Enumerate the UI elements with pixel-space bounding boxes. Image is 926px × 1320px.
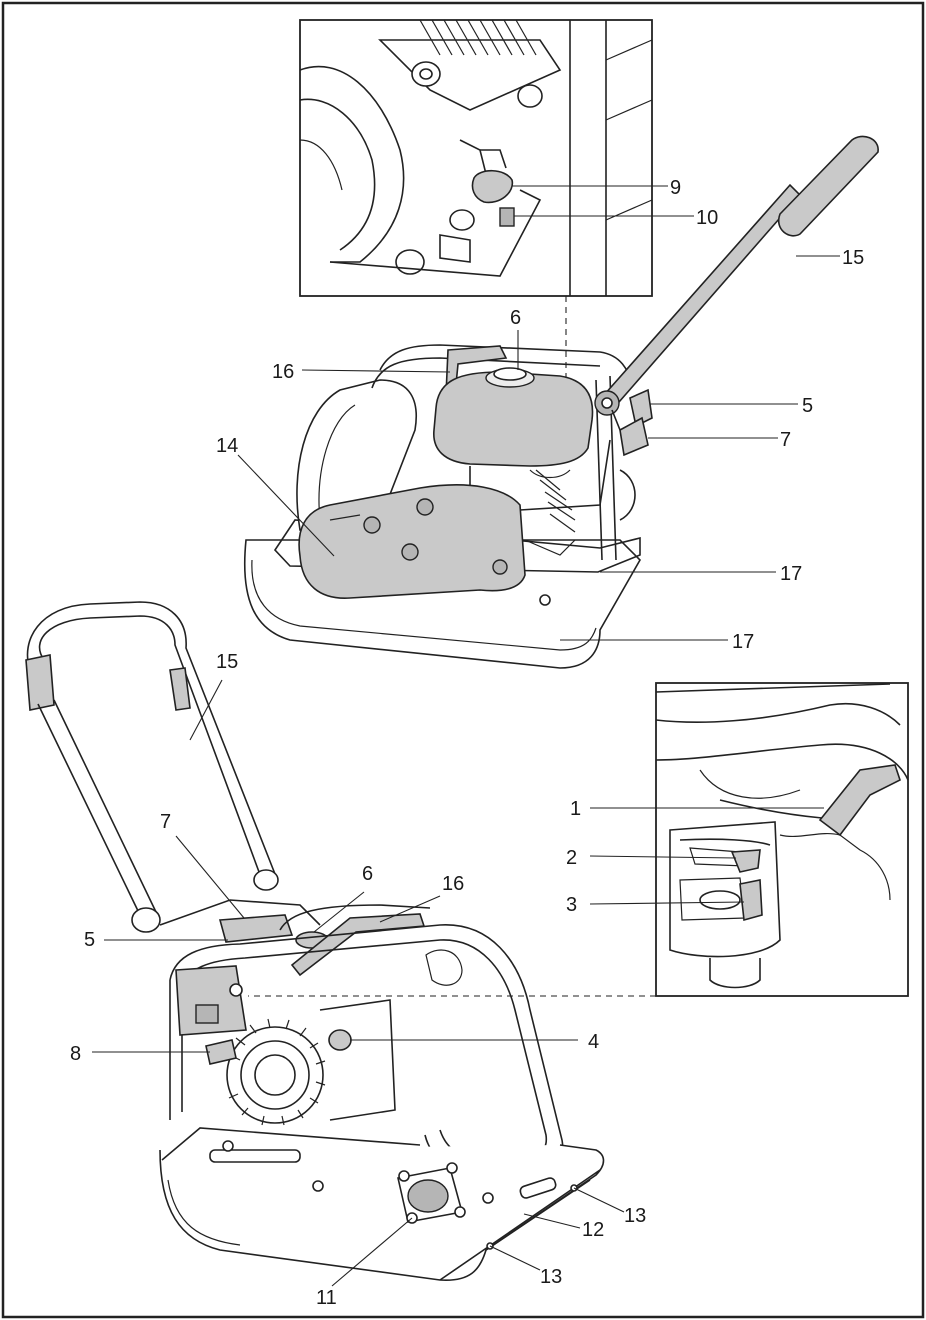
callout-5-lower: 5	[84, 929, 95, 951]
callout-6-lower: 6	[362, 863, 373, 885]
callout-9: 9	[670, 177, 681, 199]
callout-3: 3	[566, 894, 577, 916]
callout-11: 11	[316, 1287, 337, 1309]
callout-17-base: 17	[732, 631, 754, 653]
detail-inset-fuel-valve	[299, 19, 694, 297]
callout-16-upper: 16	[272, 361, 294, 383]
callout-12: 12	[582, 1219, 604, 1241]
callout-2: 2	[566, 847, 577, 869]
callout-10: 10	[696, 207, 718, 229]
callout-1: 1	[570, 798, 581, 820]
callout-labels: 9 10 15 6 16 5 14 7 17 17 15 7 6 16 5 1 …	[70, 177, 864, 1309]
callout-17-frame: 17	[780, 563, 802, 585]
lower-machine-view	[25, 601, 625, 1287]
callout-15-lower: 15	[216, 651, 238, 673]
callout-13-lower: 13	[540, 1266, 562, 1288]
callout-8: 8	[70, 1043, 81, 1065]
callout-5-upper: 5	[802, 395, 813, 417]
callout-7-lower: 7	[160, 811, 171, 833]
callout-6-upper: 6	[510, 307, 521, 329]
detail-inset-engine-controls	[589, 682, 909, 997]
callout-16-lower: 16	[442, 873, 464, 895]
callout-15-upper: 15	[842, 247, 864, 269]
callout-13-upper: 13	[624, 1205, 646, 1227]
callout-14: 14	[216, 435, 238, 457]
upper-machine-view	[237, 135, 879, 669]
callout-4: 4	[588, 1031, 599, 1053]
callout-7-upper: 7	[780, 429, 791, 451]
